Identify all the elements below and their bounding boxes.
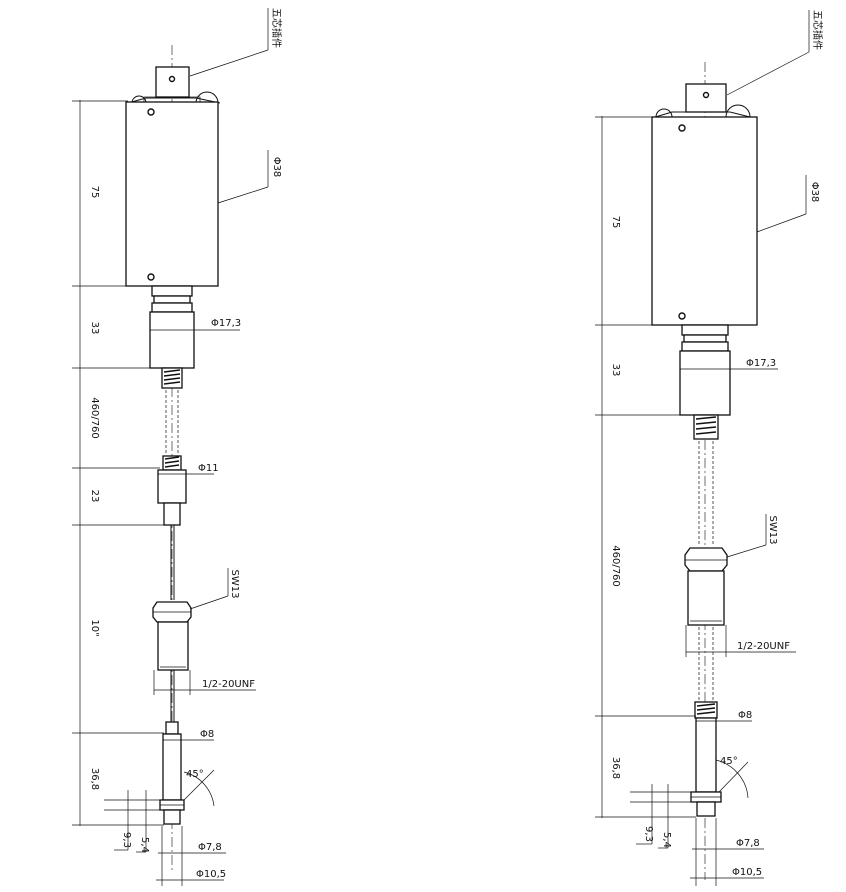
right-neck-ring1 (681, 324, 729, 336)
right-cap (651, 111, 755, 119)
right-angle-line (718, 761, 749, 793)
right-probe-tip (696, 801, 716, 817)
left-neck-thread-lines (163, 369, 181, 385)
right-angle-arc (715, 759, 749, 799)
right-neck-thread-lines (695, 416, 717, 435)
right-dim-9-3: 9,3 (643, 826, 654, 842)
right-dia-8: Φ8 (738, 710, 752, 721)
left-connector-pin (168, 75, 176, 83)
right-connector-pin (702, 91, 710, 99)
right-dia-10-5: Φ10,5 (732, 867, 762, 878)
left-dia-10-5: Φ10,5 (196, 869, 226, 880)
right-probe-thread-lines (696, 703, 716, 715)
left-probe-body (162, 733, 182, 801)
left-dim-75: 75 (89, 186, 100, 199)
left-connector-label: 五芯插件 (270, 8, 283, 48)
left-dim-9-3: 9,3 (121, 832, 132, 848)
right-dia-38: Φ38 (809, 182, 820, 203)
left-dim-5-4: 5,4 (139, 837, 150, 853)
left-cap-bumps (131, 91, 219, 104)
left-dim-10in: 10" (89, 619, 100, 636)
left-screw-top (147, 108, 155, 116)
left-dia-7-8: Φ7,8 (198, 842, 222, 853)
left-housing (125, 101, 219, 287)
right-dim-33: 33 (610, 364, 621, 377)
right-dia-17-3: Φ17,3 (746, 358, 776, 369)
left-adapter-thread-lines (164, 456, 180, 468)
left-label-thread: 1/2-20UNF (202, 679, 255, 690)
right-dia-7-8: Φ7,8 (736, 838, 760, 849)
left-adapter-tip (163, 502, 181, 526)
left-angle-arc (183, 771, 215, 807)
right-neck-ring3 (681, 341, 729, 352)
right-angle: 45° (720, 756, 738, 767)
left-neck-ring2 (153, 295, 191, 304)
left-label-sw13: SW13 (229, 570, 240, 599)
left-leader-connector (189, 49, 269, 77)
left-dim-36-8: 36,8 (89, 768, 100, 790)
left-dim-460: 460/760 (89, 397, 100, 439)
right-sensor-view: 75 33 460/760 36,8 9,3 5,4 Φ38 Φ17,3 SW1… (595, 10, 824, 886)
left-dia-17-3: Φ17,3 (211, 318, 241, 329)
left-dia-38: Φ38 (271, 157, 282, 178)
left-adapter-body (157, 469, 187, 504)
right-label-thread: 1/2-20UNF (737, 641, 790, 652)
right-housing (651, 116, 758, 326)
left-angle-line (183, 769, 215, 801)
right-leader-sw13 (726, 544, 767, 558)
right-leader-connector (726, 51, 810, 96)
left-probe-collar (165, 721, 179, 735)
left-dim-23: 23 (89, 490, 100, 503)
right-screw-top (678, 124, 686, 132)
right-cap-bumps (655, 104, 751, 118)
right-dim-36-8: 36,8 (610, 757, 621, 779)
right-dim-75: 75 (610, 216, 621, 229)
left-neck-body (149, 311, 195, 369)
right-label-sw13: SW13 (767, 516, 778, 545)
right-thread-body (687, 570, 725, 626)
right-hex-nut (684, 547, 728, 572)
left-dia-11: Φ11 (198, 463, 219, 474)
left-neck-ring3 (151, 302, 193, 313)
right-neck-ring2 (683, 334, 727, 343)
left-leader-sw13 (189, 595, 229, 610)
left-screw-bottom (147, 273, 155, 281)
left-sensor-view: 75 33 460/760 23 10" 36,8 9,3 5,4 Φ38 Φ1… (72, 8, 283, 886)
right-dim-460: 460/760 (610, 545, 621, 587)
left-neck-ring1 (151, 285, 193, 297)
right-neck-body (679, 350, 731, 416)
left-dim-33: 33 (89, 322, 100, 335)
left-probe-tip (163, 809, 181, 825)
left-leader-38 (217, 186, 269, 204)
right-screw-bottom (678, 312, 686, 320)
right-leader-38 (756, 213, 807, 233)
right-dim-5-4: 5,4 (661, 832, 672, 848)
left-cap (127, 97, 221, 104)
left-dia-8: Φ8 (200, 729, 214, 740)
right-probe-body (695, 717, 717, 793)
left-angle: 45° (186, 769, 204, 780)
left-thread-body (157, 621, 189, 671)
right-connector-label: 五芯插件 (811, 10, 824, 50)
